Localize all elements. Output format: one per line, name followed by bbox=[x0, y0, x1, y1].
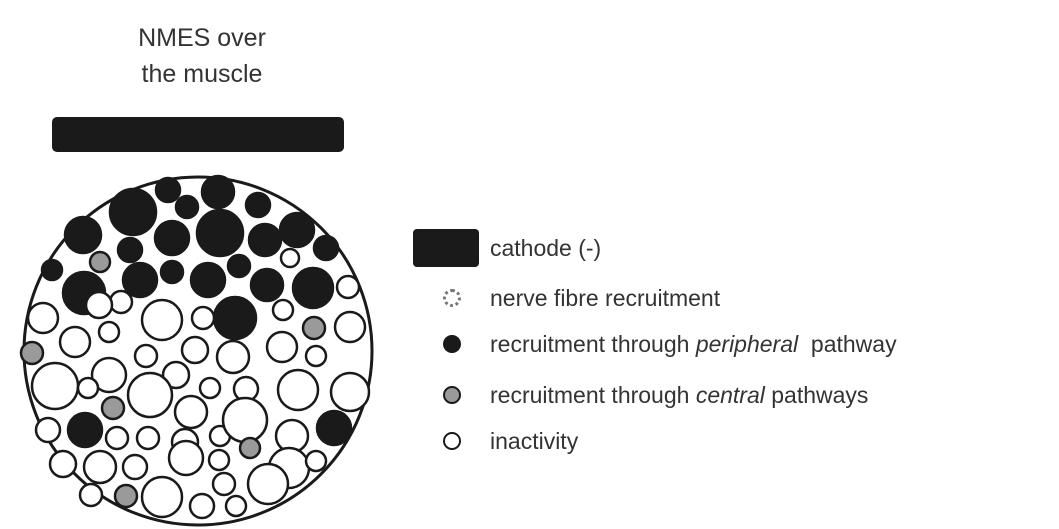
diagram-title: NMES over the muscle bbox=[52, 20, 352, 92]
fibre-central bbox=[238, 436, 262, 460]
muscle-fibres bbox=[19, 174, 371, 520]
fibre-peripheral bbox=[174, 194, 200, 220]
black-circle-icon bbox=[443, 335, 461, 353]
legend-item-peripheral: recruitment through peripheral pathway bbox=[413, 324, 1053, 364]
grey-circle-icon bbox=[443, 386, 461, 404]
fibre-inactive bbox=[78, 482, 104, 508]
fibre-inactive bbox=[104, 425, 130, 451]
fibre-inactive bbox=[121, 453, 149, 481]
fibre-inactive bbox=[140, 475, 184, 519]
fibre-peripheral bbox=[121, 261, 159, 299]
fibre-inactive bbox=[207, 448, 231, 472]
dotted-circle-icon bbox=[443, 289, 461, 307]
fibre-central bbox=[113, 483, 139, 509]
fibre-peripheral bbox=[200, 174, 236, 210]
fibre-inactive bbox=[335, 274, 361, 300]
fibre-inactive bbox=[26, 301, 60, 335]
fibre-peripheral bbox=[153, 219, 191, 257]
fibre-inactive bbox=[215, 339, 251, 375]
fibre-inactive bbox=[304, 344, 328, 368]
fibre-inactive bbox=[265, 330, 299, 364]
legend-item-cathode: cathode (-) bbox=[413, 228, 1053, 268]
fibre-peripheral bbox=[116, 236, 144, 264]
fibre-inactive bbox=[333, 310, 367, 344]
fibre-peripheral bbox=[291, 266, 335, 310]
fibre-inactive bbox=[329, 371, 371, 413]
fibre-peripheral bbox=[249, 267, 285, 303]
fibre-central bbox=[19, 340, 45, 366]
legend-label-cathode: cathode (-) bbox=[490, 235, 602, 261]
fibre-inactive bbox=[84, 290, 114, 320]
fibre-inactive bbox=[188, 492, 216, 520]
fibre-peripheral bbox=[315, 409, 353, 447]
legend-label-central: recruitment through central pathways bbox=[490, 382, 869, 408]
legend-label-peripheral: recruitment through peripheral pathway bbox=[490, 331, 897, 357]
fibre-inactive bbox=[304, 449, 328, 473]
legend-label-inactivity: inactivity bbox=[490, 428, 579, 454]
fibre-inactive bbox=[211, 471, 237, 497]
fibre-peripheral bbox=[66, 411, 104, 449]
fibre-peripheral bbox=[154, 176, 182, 204]
fibre-peripheral bbox=[40, 258, 64, 282]
white-circle-icon bbox=[443, 432, 461, 450]
fibre-inactive bbox=[108, 289, 134, 315]
fibre-inactive bbox=[224, 494, 248, 518]
legend-item-nerve: nerve fibre recruitment bbox=[413, 278, 1053, 318]
fibre-inactive bbox=[82, 449, 118, 485]
fibre-central bbox=[301, 315, 327, 341]
fibre-peripheral bbox=[226, 253, 252, 279]
fibre-inactive bbox=[140, 298, 184, 342]
fibre-inactive bbox=[161, 360, 191, 390]
legend-item-inactivity: inactivity bbox=[413, 421, 1053, 461]
fibre-peripheral bbox=[63, 215, 103, 255]
fibre-inactive bbox=[76, 376, 100, 400]
fibre-peripheral bbox=[189, 261, 227, 299]
fibre-peripheral bbox=[278, 211, 316, 249]
fibre-central bbox=[88, 250, 112, 274]
fibre-peripheral bbox=[159, 259, 185, 285]
fibre-inactive bbox=[97, 320, 121, 344]
fibre-inactive bbox=[48, 449, 78, 479]
fibre-peripheral bbox=[108, 187, 158, 237]
fibre-peripheral bbox=[212, 295, 258, 341]
fibre-inactive bbox=[190, 305, 216, 331]
cathode-electrode bbox=[52, 117, 344, 152]
fibre-inactive bbox=[198, 376, 222, 400]
fibre-inactive bbox=[221, 396, 269, 444]
fibre-inactive bbox=[58, 325, 92, 359]
fibre-peripheral bbox=[247, 222, 283, 258]
fibre-inactive bbox=[246, 462, 290, 506]
legend-item-central: recruitment through central pathways bbox=[413, 375, 1053, 415]
cathode-swatch bbox=[413, 229, 479, 267]
fibre-inactive bbox=[90, 356, 128, 394]
fibre-inactive bbox=[167, 439, 205, 477]
fibre-inactive bbox=[276, 368, 320, 412]
fibre-inactive bbox=[30, 361, 80, 411]
fibre-peripheral bbox=[195, 208, 245, 258]
fibre-central bbox=[100, 395, 126, 421]
fibre-inactive bbox=[173, 394, 209, 430]
fibre-inactive bbox=[133, 343, 159, 369]
fibre-inactive bbox=[180, 335, 210, 365]
fibre-peripheral bbox=[244, 191, 272, 219]
fibre-inactive bbox=[34, 416, 62, 444]
fibre-inactive bbox=[135, 425, 161, 451]
title-line-2: the muscle bbox=[141, 60, 263, 88]
fibre-inactive bbox=[271, 298, 295, 322]
fibre-inactive bbox=[126, 371, 174, 419]
legend-label-nerve: nerve fibre recruitment bbox=[490, 285, 721, 311]
fibre-peripheral bbox=[312, 234, 340, 262]
fibre-inactive bbox=[279, 247, 301, 269]
title-line-1: NMES over bbox=[138, 24, 266, 52]
